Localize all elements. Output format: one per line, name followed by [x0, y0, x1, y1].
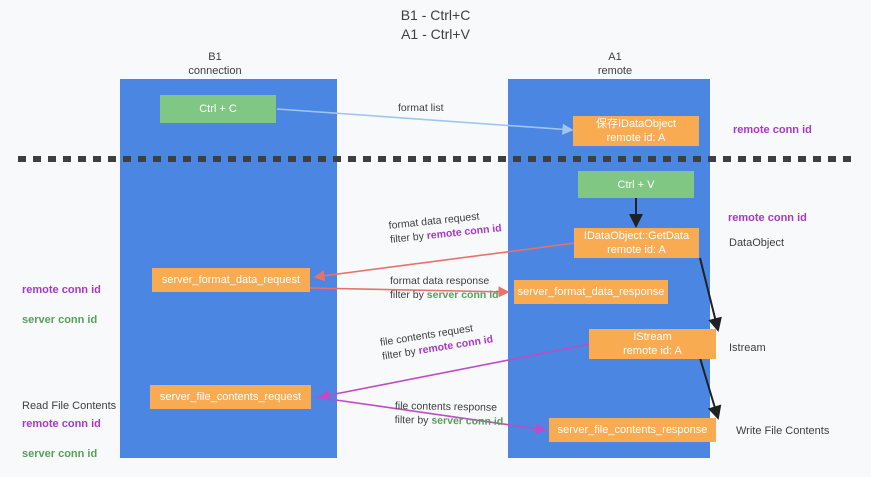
- column-header-b1: B1 connection: [188, 51, 242, 77]
- right-label-dataobject: DataObject: [729, 237, 785, 249]
- node-server-format-data-request[interactable]: server_format_data_request: [152, 268, 310, 292]
- edge-label-format-list-text: format list: [398, 102, 444, 114]
- left-label-read-file-contents: Read File Contents: [22, 400, 117, 412]
- arrow-format-data-request: [313, 242, 576, 282]
- left-label-conn-ids: remote conn id server conn id: [22, 268, 118, 343]
- node-ctrl-c[interactable]: Ctrl + C: [160, 95, 276, 123]
- node-server-file-contents-response[interactable]: server_file_contents_response: [549, 418, 716, 442]
- arrow-file-contents-response: [314, 396, 547, 435]
- arrow-file-contents-request: [318, 343, 591, 401]
- arrow-getdata-to-istream: [699, 257, 722, 332]
- edge-label-format-data-response-filter: filter by server conn id: [390, 288, 499, 302]
- phase-divider: [18, 156, 856, 162]
- right-label-remote-conn-id-mid: remote conn id: [728, 212, 807, 224]
- node-server-file-contents-request[interactable]: server_file_contents_request: [150, 385, 311, 409]
- diagram-title: B1 - Ctrl+C A1 - Ctrl+V: [400, 7, 471, 42]
- arrow-istream-to-write: [699, 357, 722, 420]
- node-idataobject-getdata[interactable]: IDataObject::GetData remote id: A: [574, 228, 699, 258]
- edge-label-format-list: format list: [398, 101, 444, 115]
- edge-label-file-contents-response-filter: filter by server conn id: [395, 413, 504, 429]
- edge-label-format-data-response-text: format data response: [390, 275, 490, 287]
- left-label-read-remote-conn-id: remote conn id: [22, 418, 101, 430]
- right-label-istream: Istream: [729, 342, 766, 354]
- arrow-format-data-response: [309, 286, 510, 298]
- node-ctrl-v[interactable]: Ctrl + V: [578, 171, 694, 198]
- right-label-remote-conn-id-top: remote conn id: [733, 124, 812, 136]
- filter-key: server conn id: [426, 289, 499, 301]
- right-label-write-file-contents: Write File Contents: [736, 425, 830, 437]
- node-save-idataobject[interactable]: 保存IDataObject remote id: A: [573, 116, 699, 146]
- edge-label-file-contents-response: file contents response filter by server …: [395, 399, 504, 429]
- filter-prefix: filter by: [394, 413, 432, 427]
- left-label-server-conn-id: server conn id: [22, 314, 98, 326]
- arrow-format-list: [276, 108, 574, 135]
- node-server-format-data-response[interactable]: server_format_data_response: [514, 280, 668, 304]
- filter-prefix: filter by: [390, 289, 427, 301]
- left-label-read-file-contents-group: Read File Contents: [22, 384, 122, 429]
- filter-key: server conn id: [431, 414, 504, 428]
- edge-label-format-data-response: format data response filter by server co…: [390, 274, 499, 302]
- left-label-read-server-conn-id: server conn id: [22, 448, 98, 460]
- column-header-a1: A1 remote: [597, 51, 633, 77]
- filter-prefix: filter by: [389, 230, 428, 246]
- left-label-remote-conn-id: remote conn id: [22, 284, 101, 296]
- node-istream[interactable]: IStream remote id: A: [589, 329, 716, 359]
- left-label-read-conn-ids: remote conn id server conn id: [22, 402, 122, 477]
